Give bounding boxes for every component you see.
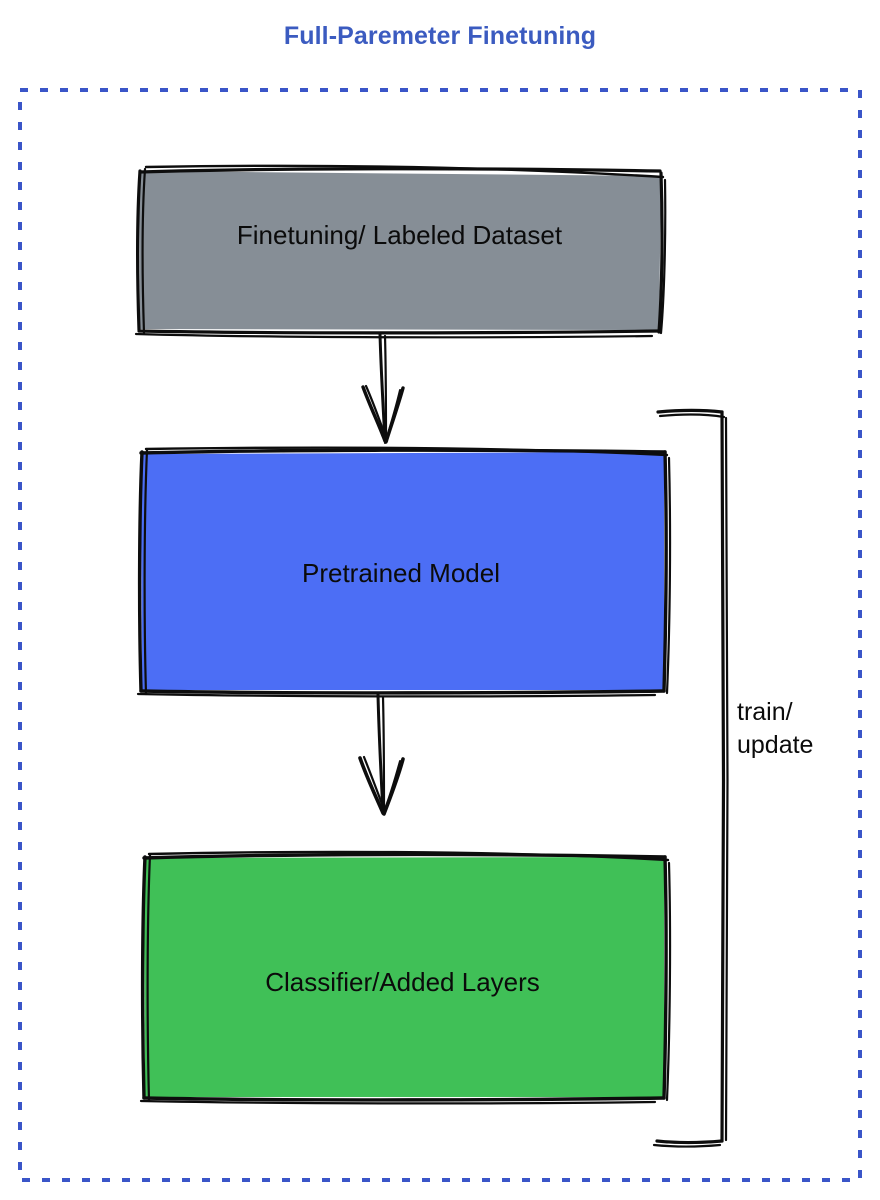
- arrow-1-head-left: [361, 385, 387, 443]
- node-dataset-label: Finetuning/ Labeled Dataset: [236, 220, 563, 250]
- node-model-stroke-e: [139, 689, 666, 695]
- arrow-2-head-left2: [362, 755, 387, 814]
- connector-right-segment-b: [724, 416, 729, 1142]
- node-dataset-stroke-c: [657, 171, 664, 334]
- node-model-stroke-a: [139, 448, 667, 455]
- page-title: Full-Paremeter Finetuning: [283, 22, 597, 50]
- node-model-stroke-b: [144, 446, 669, 457]
- arrow-1-head-right2: [384, 389, 401, 444]
- arrow-2-head-right2: [382, 760, 401, 815]
- node-classifier-label: Classifier/Added Layers: [265, 967, 540, 997]
- arrow-2-shaft-a: [376, 693, 385, 814]
- node-dataset-stroke-f: [134, 332, 654, 339]
- node-dataset-stroke-e: [137, 329, 661, 335]
- node-classifier-stroke-d: [665, 861, 672, 1102]
- node-dataset-stroke-b: [144, 164, 665, 179]
- connector-top-segment-a: [656, 408, 724, 414]
- node-dataset-stroke-a: [138, 167, 662, 174]
- arrow-1-head-left2: [364, 384, 389, 443]
- connector-top-segment-b: [658, 413, 726, 419]
- node-classifier-stroke-a: [142, 852, 667, 860]
- arrow-dataset-to-model: [361, 332, 405, 444]
- node-model-stroke-d: [665, 456, 672, 695]
- connector-train-update[interactable]: [652, 408, 729, 1148]
- connector-bottom-segment-a: [655, 1139, 724, 1145]
- arrow-1-shaft-a: [378, 332, 387, 443]
- arrow-2-head-right: [382, 757, 405, 816]
- node-classifier-stroke-f: [139, 1099, 657, 1105]
- node-model-label: Pretrained Model: [302, 558, 500, 588]
- arrow-2-head-left: [358, 756, 385, 815]
- arrow-model-to-classifier: [358, 693, 405, 816]
- node-model-stroke-f: [136, 692, 657, 698]
- node-classifier-stroke-e: [142, 1096, 666, 1102]
- dashed-boundary-frame: [18, 88, 862, 1182]
- arrow-1-head-right: [384, 386, 405, 444]
- connector-right-segment-a: [720, 410, 726, 1143]
- connector-bottom-segment-b: [652, 1143, 722, 1148]
- node-dataset-stroke-d: [659, 178, 667, 335]
- arrow-2-shaft-b: [381, 695, 386, 813]
- connector-train-update-label: train/ update: [737, 698, 814, 759]
- node-classifier-stroke-b: [147, 850, 670, 862]
- arrow-1-shaft-b: [383, 334, 388, 442]
